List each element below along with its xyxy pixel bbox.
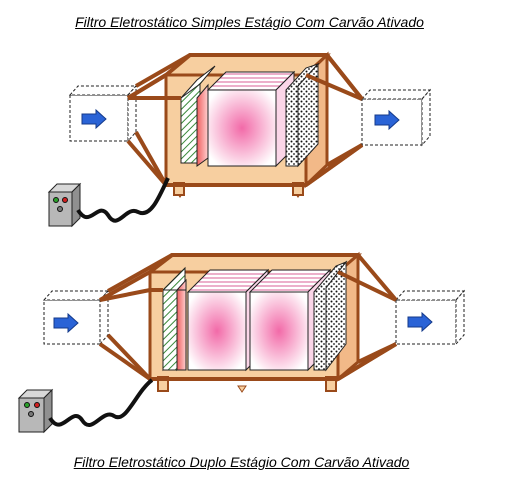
activated-carbon-filter <box>285 62 320 168</box>
blue-arrow-icon <box>81 108 107 130</box>
double-stage-filter <box>17 251 466 434</box>
blue-arrow-icon <box>407 311 433 333</box>
frame-struts <box>98 253 398 381</box>
control-box-icon <box>47 182 82 228</box>
collector-cell <box>206 70 296 168</box>
control-box-icon <box>17 388 54 434</box>
diagram-title-single-stage: Filtro Eletrostático Simples Estágio Com… <box>75 14 424 30</box>
red-ionizer-plate <box>176 278 187 372</box>
inlet-duct <box>68 84 138 143</box>
outlet-duct <box>394 289 466 346</box>
red-ionizer-plate <box>196 83 209 167</box>
blue-arrow-icon <box>374 109 400 131</box>
blue-arrow-icon <box>53 312 79 334</box>
diagram-title-double-stage: Filtro Eletrostático Duplo Estágio Com C… <box>73 454 410 470</box>
single-stage-filter <box>47 51 432 228</box>
frame-struts <box>126 53 364 187</box>
power-cable <box>76 177 170 223</box>
power-cable <box>48 378 154 427</box>
